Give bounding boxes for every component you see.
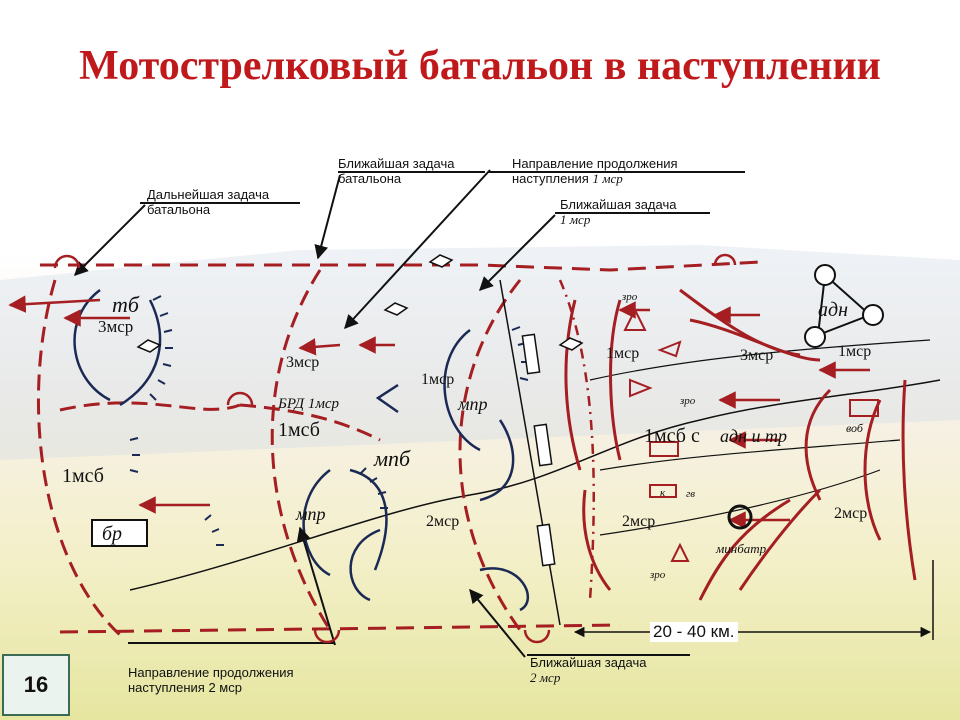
label-1msb-mid: 1мсб xyxy=(278,419,320,441)
label-adn-tr: адн и тр xyxy=(720,426,787,446)
label-1msr-far: 1мср xyxy=(838,343,871,360)
artillery-group xyxy=(804,264,884,348)
caption-pointers xyxy=(74,169,745,658)
label-1msb-left: 1мсб xyxy=(62,465,104,487)
slide-number: 16 xyxy=(2,654,70,716)
enemy-ticks xyxy=(129,295,529,546)
label-minbatr: минбатр xyxy=(715,541,767,556)
road-line-2 xyxy=(599,439,901,471)
label-2msr-right: 2мср xyxy=(622,513,655,530)
label-1msr-mid: 1мср xyxy=(421,371,454,388)
line-of-contact xyxy=(499,279,561,626)
minefield-boxes xyxy=(521,333,556,567)
caption-continue-1msr: Направление продолжения наступления 1 мс… xyxy=(512,156,678,186)
road-line xyxy=(589,339,931,381)
label-br: бр xyxy=(102,523,122,545)
front-line-arcs xyxy=(564,288,917,601)
distance-label: 20 - 40 км. xyxy=(650,622,738,642)
line-markers xyxy=(53,253,737,644)
label-zro-top: зро xyxy=(621,291,638,303)
label-3msr-left: 3мср xyxy=(98,317,133,336)
label-1msr-right: 1мср xyxy=(606,345,639,362)
distance-scale xyxy=(573,560,934,640)
label-tb: тб xyxy=(112,292,140,317)
boundary-lines xyxy=(40,260,761,634)
label-zro-mid: зро xyxy=(679,395,696,407)
command-flags xyxy=(623,307,690,562)
brd-symbol xyxy=(375,383,399,414)
br-box xyxy=(91,519,148,547)
label-zro-bottom: зро xyxy=(649,569,666,581)
label-vob: воб xyxy=(846,421,864,435)
slide-title: Мотострелковый батальон в наступлении xyxy=(79,43,881,89)
friendly-dash-dot xyxy=(558,279,595,601)
label-adn: адн xyxy=(818,299,848,321)
label-3msr-mid: 3мср xyxy=(286,354,319,371)
friendly-arcs xyxy=(36,269,522,637)
label-brd: БРД 1мср xyxy=(277,396,340,412)
unit-separation-line xyxy=(129,379,941,591)
enemy-positions xyxy=(73,289,530,612)
label-2msr-far: 2мср xyxy=(834,505,867,522)
label-1msb-right: 1мсб с xyxy=(644,425,700,447)
label-gv: гв xyxy=(686,488,695,500)
advance-arrows xyxy=(8,295,870,529)
vehicle-symbols xyxy=(136,254,584,353)
sap-symbols xyxy=(649,399,879,498)
label-mpb: мпб xyxy=(373,446,411,471)
mortar-battery-symbol xyxy=(727,504,753,530)
label-3msr-right: 3мср xyxy=(740,347,773,364)
label-mpr-mid: мпр xyxy=(457,394,488,414)
label-mpr-left: мпр xyxy=(295,504,326,524)
label-k: к xyxy=(660,487,666,499)
label-2msr-mid: 2мср xyxy=(426,513,459,530)
